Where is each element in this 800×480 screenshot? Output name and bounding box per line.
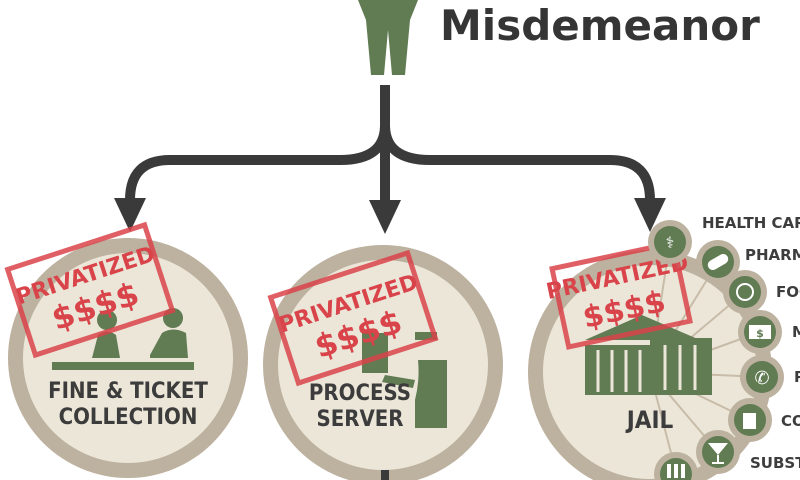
svg-text:CO: CO <box>781 412 800 430</box>
node-jail: JAIL PRIVATIZED $$$$ ⚕ HEALTH CARE PHARM… <box>528 214 800 480</box>
node-label: PROCESS <box>309 381 411 406</box>
service-pharma: PHARMA <box>696 240 800 284</box>
title: Misdemeanor <box>440 1 760 50</box>
svg-text:$: $ <box>756 327 764 340</box>
service-books <box>654 452 698 480</box>
flow-arrows <box>125 85 655 205</box>
node-fine-ticket-collection: FINE & TICKET COLLECTION PRIVATIZED $$$$ <box>4 221 248 478</box>
node-label: SERVER <box>316 407 403 432</box>
service-substance: SUBSTA <box>696 430 800 474</box>
service-health-care: ⚕ HEALTH CARE <box>648 214 800 264</box>
cocktail-icon <box>708 443 728 464</box>
node-process-server: PROCESS SERVER PRIVATIZED $$$$ <box>263 245 503 480</box>
plate-icon <box>736 283 754 301</box>
svg-text:SUBSTA: SUBSTA <box>750 454 800 472</box>
arrowheads <box>114 198 666 234</box>
svg-text:P: P <box>794 368 800 386</box>
svg-text:FOO: FOO <box>776 283 800 301</box>
shopping-bag-icon <box>743 413 756 429</box>
node-label: JAIL <box>625 406 674 434</box>
service-commissary: CO <box>728 398 800 442</box>
pill-icon <box>707 254 729 270</box>
phone-icon: ✆ <box>754 368 769 389</box>
counter-people-icon <box>52 308 194 370</box>
books-icon <box>667 464 685 478</box>
officer-icon <box>362 332 447 428</box>
person-icon <box>358 0 418 75</box>
svg-text:M: M <box>792 323 800 341</box>
service-money: $ M <box>738 310 800 354</box>
node-label: FINE & TICKET <box>48 379 208 404</box>
service-phone: ✆ P <box>740 355 800 399</box>
node-label: COLLECTION <box>59 405 198 430</box>
continuation-line <box>381 470 389 480</box>
stethoscope-icon: ⚕ <box>666 233 675 252</box>
service-food: FOO <box>723 270 800 314</box>
svg-text:HEALTH CARE: HEALTH CARE <box>702 214 800 232</box>
money-icon <box>749 325 771 339</box>
svg-text:PHARMA: PHARMA <box>745 246 800 264</box>
